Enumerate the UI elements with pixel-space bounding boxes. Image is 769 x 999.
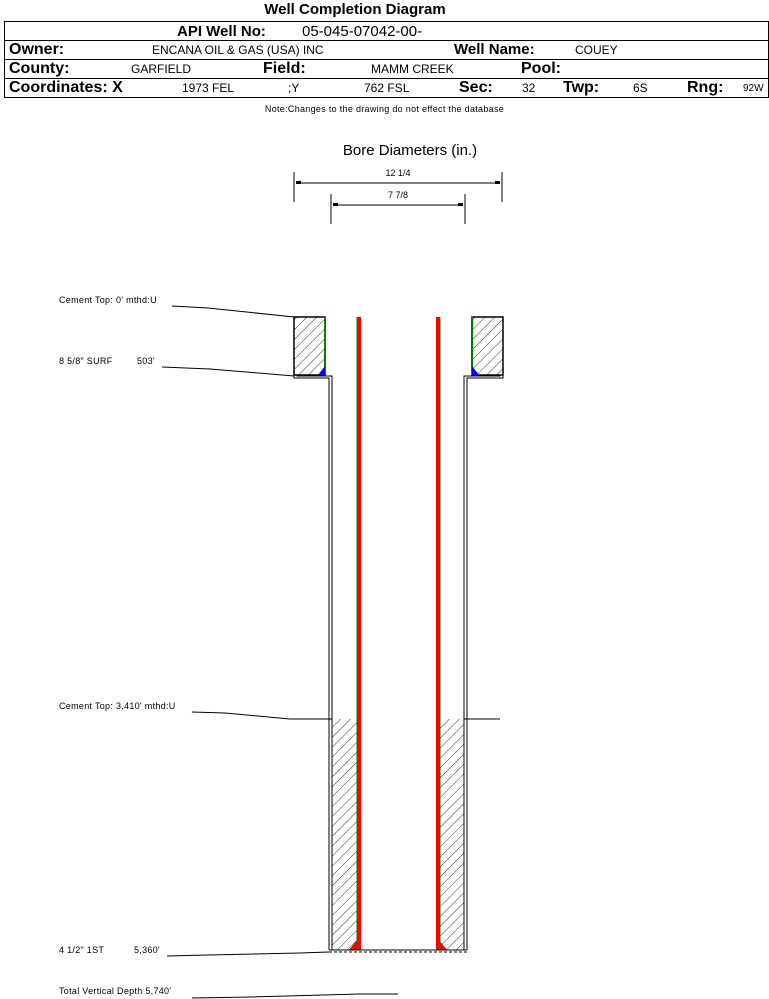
bore-diameter-2: 7 7/8 [387,190,409,200]
sec-value: 32 [522,81,536,95]
leader-cement-top-surface [171,305,295,318]
coords-y-value: 762 FSL [364,81,410,95]
owner-row: Owner: ENCANA OIL & GAS (USA) INC Well N… [4,41,769,60]
production-casing-right [436,317,441,950]
api-row: API Well No: 05-045-07042-00- [4,21,769,41]
label-production-casing-depth: 5,360' [134,945,161,955]
production-casing-left [356,317,361,950]
api-label: API Well No: [177,23,266,40]
production-cement-right [439,719,464,950]
county-row: County: GARFIELD Field: MAMM CREEK Pool: [4,60,769,79]
leader-production-casing [166,951,330,957]
note-text: Note:Changes to the drawing do not effec… [264,104,505,114]
field-label: Field: [263,60,306,77]
label-surface-casing: 8 5/8" SURF [59,356,113,366]
well-name-label: Well Name: [454,41,535,58]
owner-value: ENCANA OIL & GAS (USA) INC [152,43,324,57]
dimension-line-7-7-8 [330,194,466,224]
rng-label: Rng: [687,79,724,96]
surface-cement-left [293,316,326,376]
page-title: Well Completion Diagram [264,1,446,18]
label-production-casing: 4 1/2" 1ST [59,945,105,955]
label-total-depth: Total Vertical Depth 5,740' [59,986,172,996]
bore-diameters-title: Bore Diameters (in.) [342,142,478,159]
leader-surface-casing [161,366,295,377]
surface-cement-right [471,316,504,376]
field-value: MAMM CREEK [371,62,454,76]
well-name-value: COUEY [575,43,618,57]
leader-total-depth [191,993,398,999]
sec-label: Sec: [459,79,493,96]
dimension-line-12-1-4 [293,172,503,202]
leader-cement-top-production [191,711,332,720]
owner-label: Owner: [9,41,65,58]
coordinates-row: Coordinates: X 1973 FEL ;Y 762 FSL Sec: … [4,79,769,98]
pool-label: Pool: [521,60,561,77]
twp-label: Twp: [563,79,600,96]
coords-y-label: ;Y [288,81,300,95]
label-cement-top-production: Cement Top: 3,410' mthd:U [59,701,176,711]
label-surface-casing-depth: 503' [137,356,155,366]
production-cement-left [332,719,357,950]
twp-value: 6S [633,81,648,95]
api-value: 05-045-07042-00- [302,23,423,40]
coords-x-label: Coordinates: X [9,79,123,96]
bore-diameter-1: 12 1/4 [385,168,411,178]
county-label: County: [9,60,70,77]
coords-x-value: 1973 FEL [182,81,235,95]
rng-value: 92W [743,83,764,94]
county-value: GARFIELD [131,62,192,76]
label-cement-top-surface: Cement Top: 0' mthd:U [59,295,157,305]
